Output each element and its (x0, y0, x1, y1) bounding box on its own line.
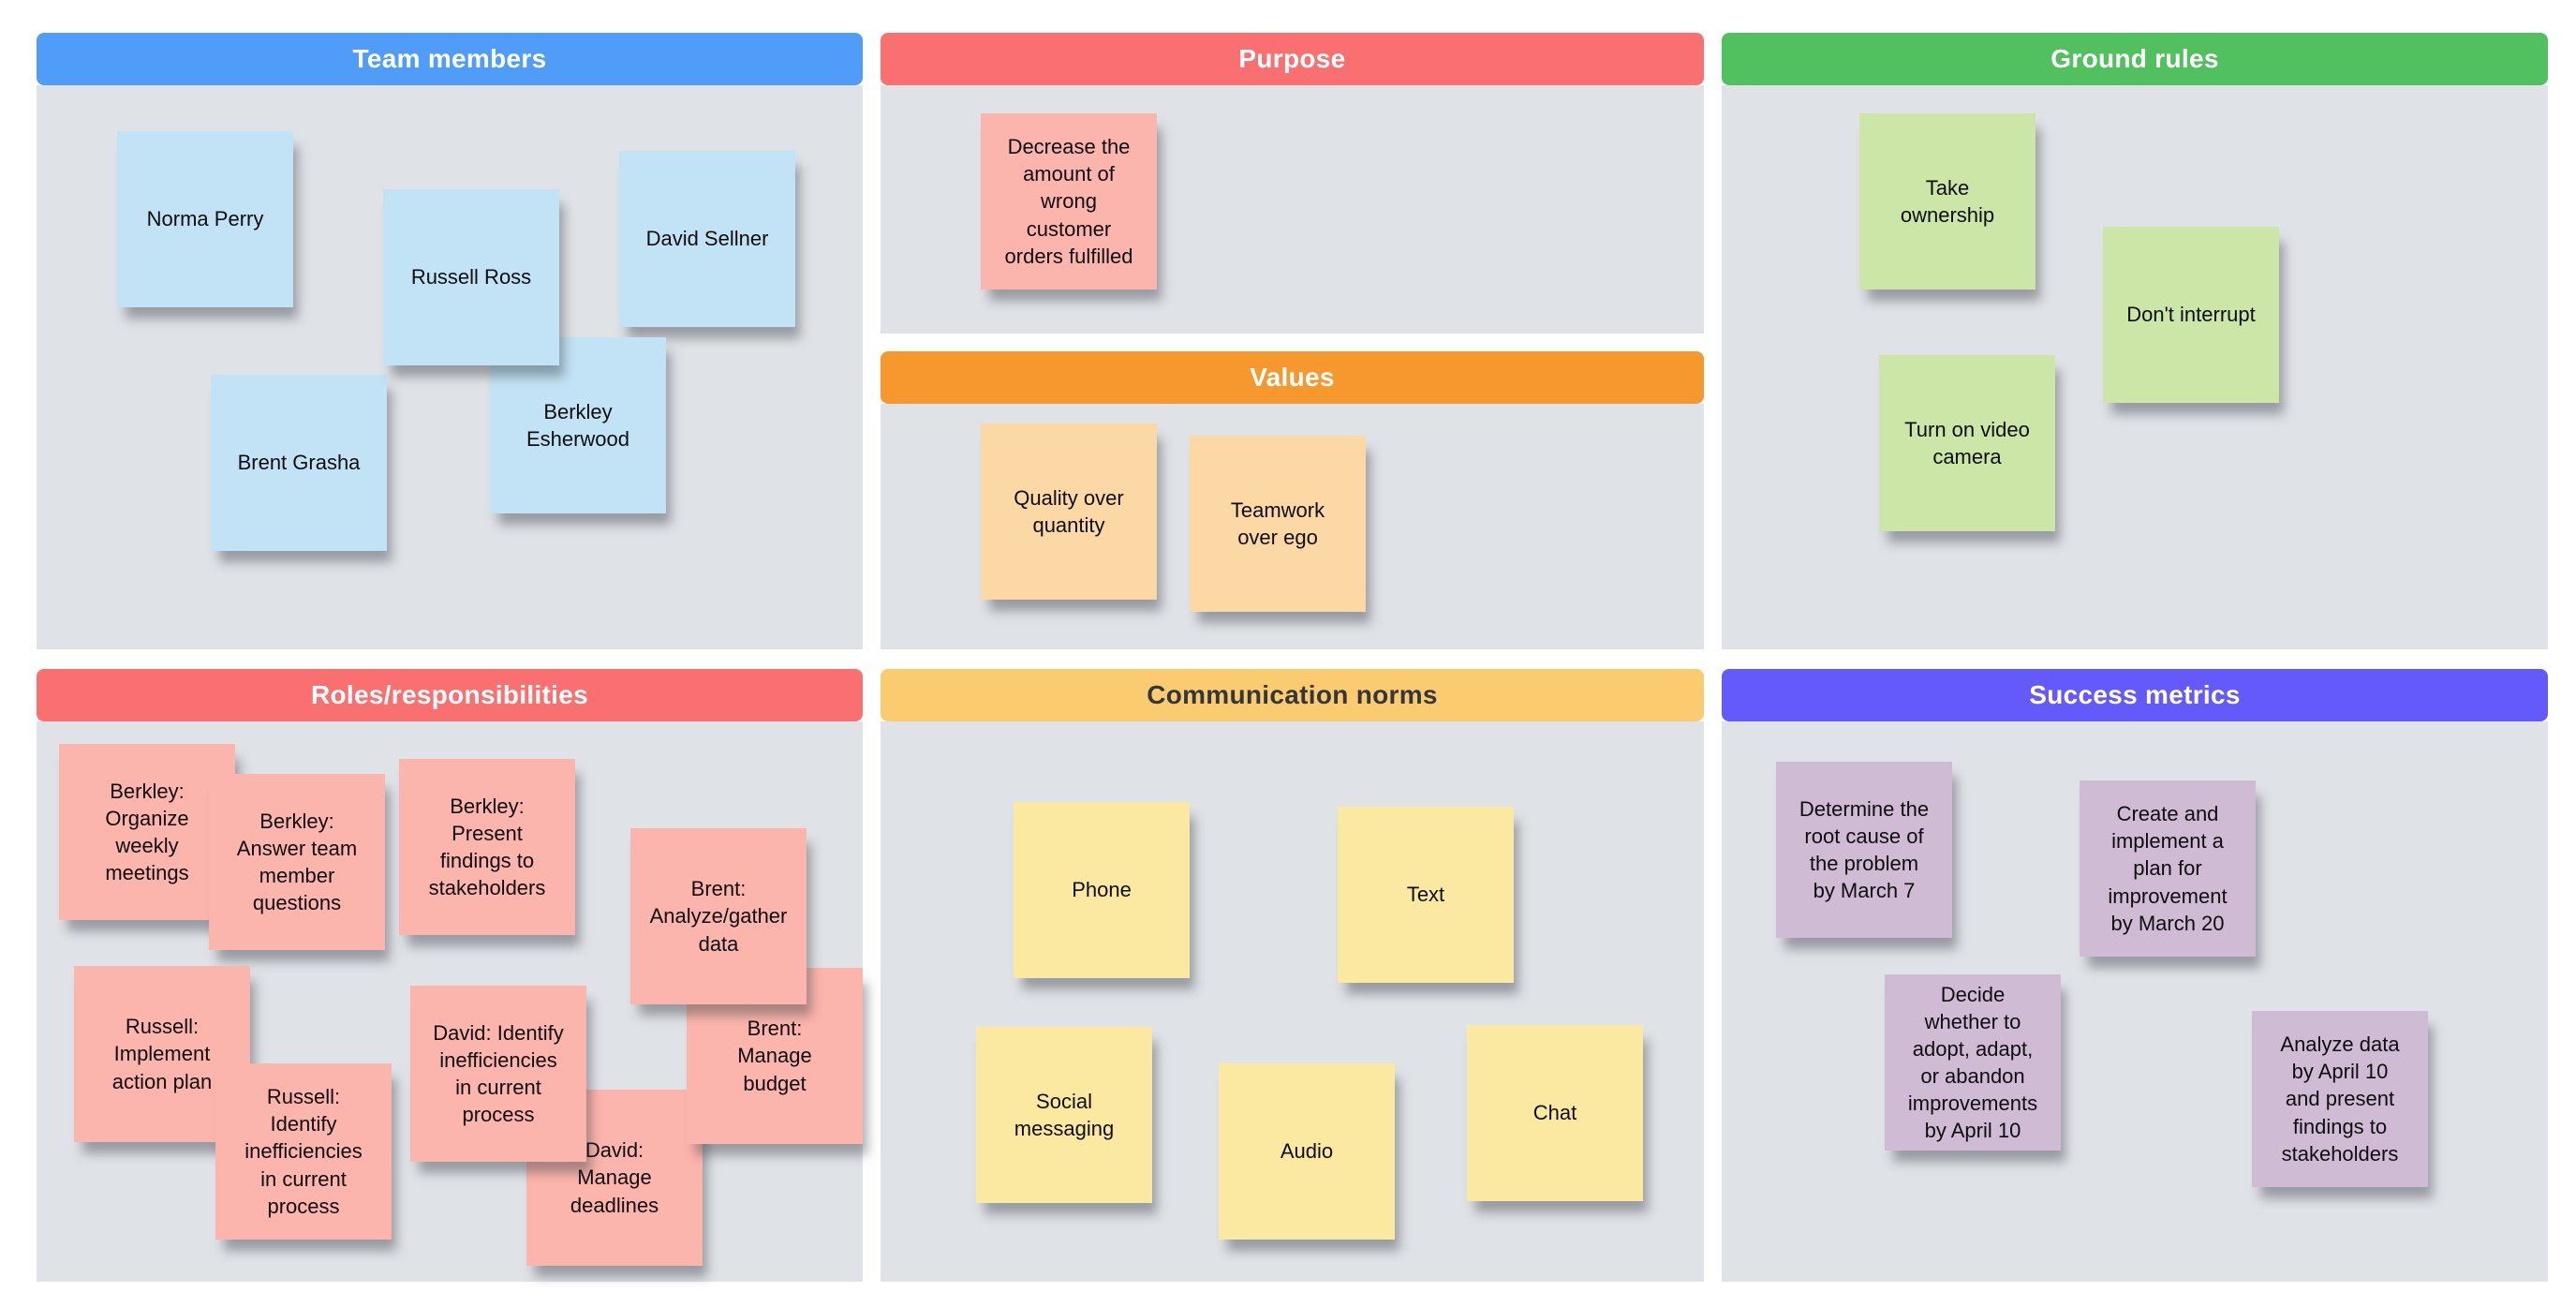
sticky-note-teamwork-over-ego[interactable]: Teamwork over ego (1190, 436, 1366, 612)
sticky-note-text: Brent Grasha (237, 451, 361, 475)
panel-title-values: Values (1250, 363, 1335, 392)
sticky-note-create-implement-plan[interactable]: Create and implement a plan for improvem… (2080, 780, 2256, 957)
sticky-note-brent-analyze-gather-data[interactable]: Brent: Analyze/gather data (630, 828, 807, 1004)
sticky-note-text: Berkley: Answer team member questions (236, 809, 358, 915)
panel-roles-responsibilities: Roles/responsibilities Berkley: Organize… (37, 669, 863, 1282)
sticky-note-audio[interactable]: Audio (1219, 1063, 1395, 1240)
sticky-note-berkley-present-findings[interactable]: Berkley: Present findings to stakeholder… (399, 759, 575, 935)
panel-title-purpose: Purpose (1238, 44, 1346, 73)
sticky-note-berkley-esherwood[interactable]: Berkley Esherwood (490, 337, 666, 513)
sticky-note-text: Berkley: Present findings to stakeholder… (428, 794, 546, 900)
sticky-note-text: Brent: Manage budget (737, 1017, 812, 1095)
sticky-note-text: David: Manage deadlines (570, 1138, 659, 1217)
panel-header-team-members[interactable]: Team members (37, 33, 863, 85)
sticky-note-quality-over-quantity[interactable]: Quality over quantity (981, 423, 1157, 600)
sticky-note-dont-interrupt[interactable]: Don't interrupt (2103, 227, 2279, 403)
sticky-note-phone[interactable]: Phone (1014, 802, 1190, 978)
panel-title-communication-norms: Communication norms (1147, 680, 1438, 709)
sticky-note-russell-identify-inefficiencies[interactable]: Russell: Identify inefficiencies in curr… (215, 1063, 392, 1240)
sticky-note-text: Analyze data by April 10 and present fin… (2280, 1032, 2400, 1166)
panel-header-communication-norms[interactable]: Communication norms (881, 669, 1704, 721)
sticky-note-text: Create and implement a plan for improvem… (2108, 802, 2228, 935)
sticky-note-text: David Sellner (645, 227, 769, 251)
panel-header-roles-responsibilities[interactable]: Roles/responsibilities (37, 669, 863, 721)
sticky-note-text: Social messaging (1014, 1089, 1115, 1140)
sticky-note-david-identify-inefficiencies[interactable]: David: Identify inefficiencies in curren… (410, 986, 586, 1162)
sticky-note-norma-perry[interactable]: Norma Perry (117, 131, 293, 307)
panel-header-success-metrics[interactable]: Success metrics (1722, 669, 2548, 721)
sticky-note-text: Don't interrupt (2126, 303, 2256, 327)
sticky-note-brent-grasha[interactable]: Brent Grasha (211, 375, 387, 551)
sticky-note-text-messaging[interactable]: Text (1338, 807, 1514, 983)
panel-team-members: Team members Norma Perry David Sellner B… (37, 33, 863, 649)
panel-purpose: Purpose Decrease the amount of wrong cus… (881, 33, 1704, 334)
sticky-note-russell-ross[interactable]: Russell Ross (383, 189, 559, 365)
panel-title-ground-rules: Ground rules (2050, 44, 2219, 73)
sticky-note-text: Berkley: Organize weekly meetings (105, 779, 189, 885)
sticky-note-text: Russell: Identify inefficiencies in curr… (244, 1085, 363, 1218)
sticky-note-berkley-answer-questions[interactable]: Berkley: Answer team member questions (209, 774, 385, 950)
panel-title-roles-responsibilities: Roles/responsibilities (310, 680, 589, 709)
panel-values: Values Quality over quantity Teamwork ov… (881, 351, 1704, 649)
sticky-note-text: Russell Ross (410, 265, 532, 290)
sticky-note-analyze-data-present-findings[interactable]: Analyze data by April 10 and present fin… (2252, 1011, 2428, 1187)
sticky-note-social-messaging[interactable]: Social messaging (976, 1027, 1152, 1203)
sticky-note-determine-root-cause[interactable]: Determine the root cause of the problem … (1776, 762, 1952, 938)
sticky-note-text: Turn on video camera (1904, 417, 2030, 468)
sticky-note-text: Audio (1280, 1139, 1334, 1164)
sticky-note-text: Berkley Esherwood (526, 399, 630, 451)
sticky-note-text: Decide whether to adopt, adapt, or aband… (1907, 982, 2038, 1143)
sticky-note-take-ownership[interactable]: Take ownership (1859, 113, 2036, 290)
sticky-note-text: Quality over quantity (1014, 485, 1124, 537)
sticky-note-text: Text (1406, 883, 1445, 907)
sticky-note-chat[interactable]: Chat (1467, 1025, 1643, 1201)
panel-header-purpose[interactable]: Purpose (881, 33, 1704, 85)
panel-title-success-metrics: Success metrics (2029, 680, 2241, 709)
panel-header-values[interactable]: Values (881, 351, 1704, 404)
sticky-note-david-sellner[interactable]: David Sellner (619, 151, 795, 327)
sticky-note-text: Brent: Analyze/gather data (649, 877, 788, 956)
sticky-note-turn-on-video-camera[interactable]: Turn on video camera (1879, 355, 2055, 531)
sticky-note-decrease-wrong-orders[interactable]: Decrease the amount of wrong customer or… (981, 113, 1157, 290)
panel-ground-rules: Ground rules Take ownership Don't interr… (1722, 33, 2548, 649)
sticky-note-text: Phone (1072, 878, 1132, 902)
sticky-note-text: Decrease the amount of wrong customer or… (1004, 135, 1133, 268)
sticky-note-text: Russell: Implement action plan (111, 1015, 213, 1093)
panel-title-team-members: Team members (352, 44, 547, 73)
sticky-note-text: Chat (1532, 1101, 1577, 1125)
sticky-note-text: David: Identify inefficiencies in curren… (433, 1020, 564, 1127)
panel-success-metrics: Success metrics Determine the root cause… (1722, 669, 2548, 1282)
sticky-note-text: Teamwork over ego (1230, 498, 1325, 549)
sticky-note-text: Take ownership (1900, 175, 1995, 227)
sticky-note-decide-adopt-adapt-abandon[interactable]: Decide whether to adopt, adapt, or aband… (1885, 974, 2061, 1151)
panel-header-ground-rules[interactable]: Ground rules (1722, 33, 2548, 85)
sticky-note-text: Norma Perry (146, 207, 264, 231)
sticky-note-text: Determine the root cause of the problem … (1799, 796, 1930, 903)
panel-communication-norms: Communication norms Phone Text Social me… (881, 669, 1704, 1282)
sticky-note-berkley-organize-weekly-meetings[interactable]: Berkley: Organize weekly meetings (59, 744, 235, 920)
